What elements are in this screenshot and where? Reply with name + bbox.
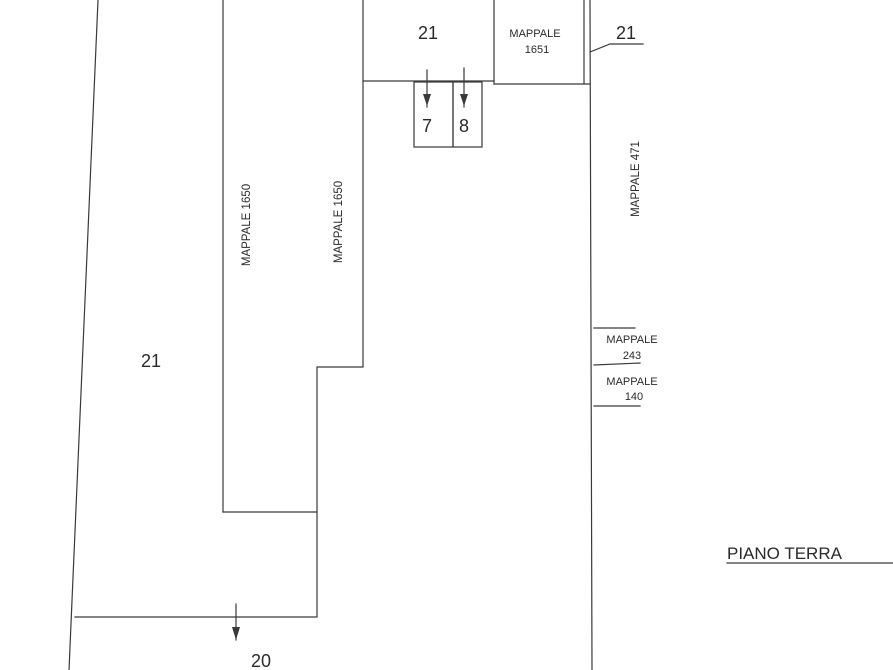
label-mappale-243-line1: MAPPALE [606, 334, 657, 346]
arrow-20-head [232, 627, 240, 640]
label-mappale-1651-line1: MAPPALE [509, 28, 560, 40]
label-mappale-140-line2: 140 [625, 391, 643, 403]
label-21-right: 21 [616, 23, 636, 43]
label-20: 20 [251, 651, 271, 670]
arrow-8-head [460, 94, 468, 106]
arrow-7-head [423, 94, 431, 106]
label-room-7: 7 [422, 116, 432, 136]
label-21-top: 21 [418, 23, 438, 43]
room-7-outline [413, 81, 454, 148]
label-mappale-471: MAPPALE 471 [630, 141, 642, 217]
label-mappale-243-line2: 243 [623, 350, 641, 362]
label-mappale-1651-line2: 1651 [525, 44, 549, 56]
label-room-8: 8 [459, 116, 469, 136]
leader-243-bottom [593, 362, 641, 366]
label-mappale-1650-left: MAPPALE 1650 [241, 184, 253, 266]
boundary-slanted-left [68, 0, 99, 670]
wall-right-boundary [589, 0, 593, 670]
label-mappale-140-line1: MAPPALE [606, 376, 657, 388]
floor-title: PIANO TERRA [727, 544, 843, 563]
wall-stepped [74, 0, 364, 618]
label-mappale-1650-right: MAPPALE 1650 [333, 181, 345, 263]
room-8-outline [452, 81, 483, 148]
leader-21-right [589, 43, 644, 53]
label-21-left: 21 [141, 351, 161, 371]
